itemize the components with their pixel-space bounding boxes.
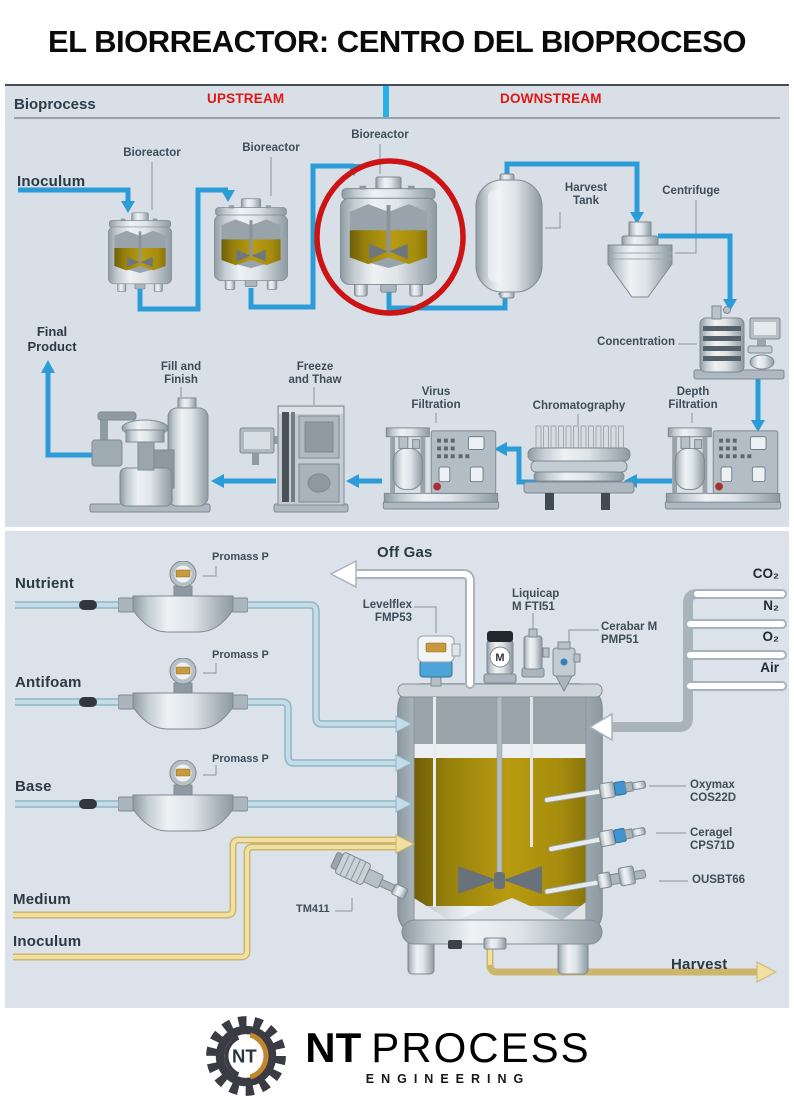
tm411-sensor-graphic [330,852,409,900]
label-promass-antifoam: Promass P [212,649,269,661]
label-gas-o2: O₂ [762,629,780,644]
label-gas-air: Air [760,660,779,675]
label-ceragel: Ceragel CPS71D [690,827,735,852]
feed-pipes [13,601,757,976]
promass-meter-nutrient [118,561,248,633]
label-bioreactor-1: Bioreactor [123,147,181,159]
cerabar-sensor-graphic [552,641,581,693]
bioreactor-1-graphic [108,212,172,292]
label-bioreactor-2: Bioreactor [242,142,300,154]
label-promass-nutrient: Promass P [212,551,269,563]
highlight-circle-bioreactor [314,158,466,316]
brand-subtitle: ENGINEERING [365,1071,531,1086]
feed-arrowheads [395,715,778,983]
label-promass-base: Promass P [212,753,269,765]
upstream-label: UPSTREAM [207,91,285,106]
label-feed-antifoam: Antifoam [15,674,82,691]
label-off-gas: Off Gas [377,544,433,561]
bioreactor-2-graphic [214,198,288,290]
concentration-graphic [693,305,785,380]
label-centrifuge: Centrifuge [662,185,720,197]
label-gas-n2: N₂ [763,598,779,613]
label-inoculum-upstream: Inoculum [17,173,86,190]
label-chromatography: Chromatography [532,400,626,412]
label-final-product: Final Product [27,324,77,354]
virus-filtration-graphic [382,427,500,510]
label-freeze-and-thaw: Freeze and Thaw [288,361,342,386]
label-bioreactor-3: Bioreactor [351,129,409,141]
gas-pipes [349,569,787,732]
process-flow-pipes [18,161,761,485]
brand-name-bold: NT [305,1023,362,1071]
label-cerabar: Cerabar M PMP51 [601,621,658,646]
promass-meter-antifoam [118,658,248,730]
label-oxymax: Oxymax COS22D [690,779,737,804]
label-feed-base: Base [15,778,52,795]
levelflex-sensor-graphic [417,635,461,687]
brand-name-light: PROCESS [371,1023,591,1071]
centrifuge-graphic [607,221,673,298]
ousbt-probe-graphic [544,865,647,895]
gas-inlet-arrowhead [588,712,613,742]
label-feed-inoculum: Inoculum [13,933,82,950]
gear-icon: NT [206,1016,287,1096]
label-feed-nutrient: Nutrient [15,575,75,592]
agitator-motor-label: M [495,652,504,664]
feed-line-valves [79,600,97,809]
agitator-motor-graphic: M [483,631,517,684]
label-liquicap: Liquicap M FTI51 [512,588,560,613]
label-harvest-tank: Harvest Tank [564,182,608,207]
label-levelflex: Levelflex FMP53 [362,599,412,624]
label-harvest-out: Harvest [671,956,728,973]
label-virus-filtration: Virus Filtration [411,386,461,411]
label-depth-filtration: Depth Filtration [668,386,718,411]
downstream-label: DOWNSTREAM [500,91,602,106]
ceragel-probe-graphic [548,827,646,852]
label-ousbt: OUSBT66 [692,874,746,886]
freeze-and-thaw-graphic [239,405,349,513]
off-gas-arrowhead [329,559,357,589]
header-rule [14,117,780,119]
label-fill-and-finish: Fill and Finish [160,361,202,386]
oxymax-probe-graphic [544,780,647,803]
depth-filtration-graphic [664,427,782,510]
fill-and-finish-graphic [89,397,211,513]
label-feed-medium: Medium [13,891,71,908]
promass-meter-base [118,760,248,832]
harvest-tank-graphic [475,173,543,299]
bioreactor-3-graphic [340,176,437,297]
bioprocess-panel-label: Bioprocess [14,96,96,113]
page-title: EL BIORREACTOR: CENTRO DEL BIOPROCESO [47,24,747,59]
label-leader-lines [151,144,697,912]
gear-monogram: NT [232,1046,257,1067]
label-gas-co2: CO₂ [752,566,779,581]
upstream-downstream-divider [383,86,389,118]
label-tm411: TM411 [296,903,330,915]
chromatography-graphic [523,425,635,510]
label-concentration: Concentration [597,336,675,348]
bioreactor-vessel-graphic [397,683,603,975]
liquicap-sensor-graphic [521,628,550,678]
